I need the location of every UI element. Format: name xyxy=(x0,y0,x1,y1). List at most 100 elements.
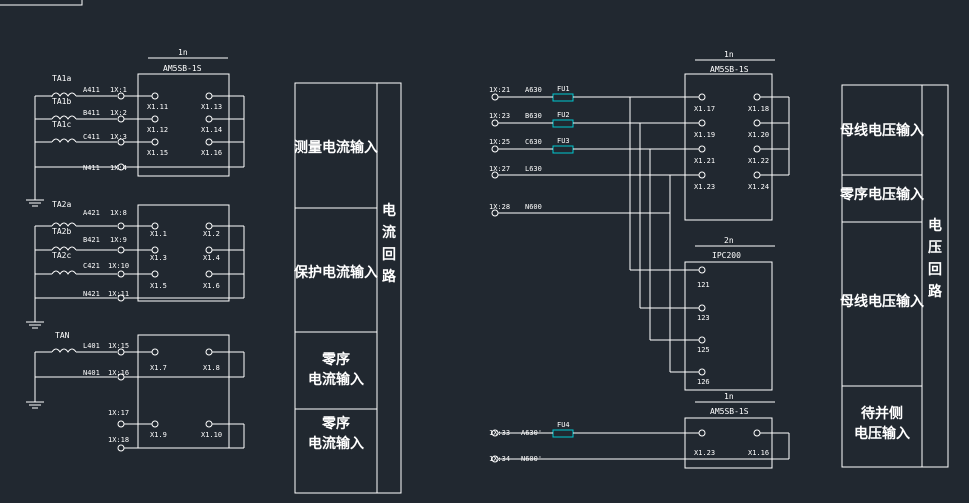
fuse-icon xyxy=(552,93,574,102)
terminal-label: 1X:21 xyxy=(489,86,510,94)
pin-label: X1.4 xyxy=(203,254,220,262)
table-row-label: 零序电压输入 xyxy=(839,186,924,203)
terminal-label: 1X:28 xyxy=(489,203,510,211)
side-title: 电压回路 xyxy=(928,217,943,300)
ipc-pin-label: 123 xyxy=(697,314,710,322)
terminal-label: 1X:3 xyxy=(110,133,127,141)
pin-label: X1.23 xyxy=(694,183,715,191)
pin-label: X1.7 xyxy=(150,364,167,372)
fuse-label: FU2 xyxy=(557,111,570,119)
ct-label: TA2c xyxy=(52,251,71,260)
pin-label: X1.2 xyxy=(203,230,220,238)
pin-label: X1.3 xyxy=(150,254,167,262)
terminal-label: 1X:17 xyxy=(108,409,129,417)
table-row-label: 待并侧电压输入 xyxy=(854,405,910,442)
left-device-box xyxy=(137,73,230,177)
ct-label: TAN xyxy=(55,331,70,340)
device-box xyxy=(684,417,773,469)
ct-label: TA1a xyxy=(52,74,71,83)
pin-label: X1.19 xyxy=(694,131,715,139)
wire-label: A411 xyxy=(83,86,100,94)
pin-label: X1.10 xyxy=(201,431,222,439)
table-row-label: 母线电压输入 xyxy=(840,293,924,310)
frame-corner xyxy=(0,0,83,6)
wire-label: L630 xyxy=(525,165,542,173)
wire-label: B421 xyxy=(83,236,100,244)
terminal-label: 1X:27 xyxy=(489,165,510,173)
ipc-pin-label: 125 xyxy=(697,346,710,354)
wire-label: N600 xyxy=(525,203,542,211)
wire-label: B411 xyxy=(83,109,100,117)
fuse-label: FU4 xyxy=(557,421,570,429)
wire-label: C411 xyxy=(83,133,100,141)
table-row-label: 测量电流输入 xyxy=(294,139,378,156)
pin-label: X1.11 xyxy=(147,103,168,111)
fuse-label: FU1 xyxy=(557,85,570,93)
device-model: AM5SB-1S xyxy=(710,407,749,416)
ct-label: TA1b xyxy=(52,97,71,106)
wire-label: A421 xyxy=(83,209,100,217)
pin-label: X1.16 xyxy=(748,449,769,457)
terminal-label: 1X:15 xyxy=(108,342,129,350)
pin-label: X1.1 xyxy=(150,230,167,238)
terminal-label: 1X:10 xyxy=(108,262,129,270)
wire-label: A630 xyxy=(525,86,542,94)
pin-label: X1.5 xyxy=(150,282,167,290)
pin-label: X1.6 xyxy=(203,282,220,290)
pin-label: X1.14 xyxy=(201,126,222,134)
voltage-circuit-table: 母线电压输入 零序电压输入 母线电压输入 待并侧电压输入 电压回路 xyxy=(839,84,949,468)
wire-label: N411 xyxy=(83,164,100,172)
left-device-number: 1n xyxy=(178,48,188,57)
table-row-label: 零序电流输入 xyxy=(308,415,364,452)
device-model: IPC200 xyxy=(712,251,741,260)
fuse-icon xyxy=(552,119,574,128)
left-device-model: AM5SB-1S xyxy=(163,64,202,73)
ct-label: TA2a xyxy=(52,200,71,209)
device-number: 1n xyxy=(724,392,734,401)
wire-label: L401 xyxy=(83,342,100,350)
wire-label: N421 xyxy=(83,290,100,298)
terminal-label: 1X:8 xyxy=(110,209,127,217)
device-box xyxy=(684,261,773,391)
left-current-circuit: 1n AM5SB-1S TA1a TA1b TA1c xyxy=(26,48,245,452)
pin-label: X1.12 xyxy=(147,126,168,134)
pin-label: X1.9 xyxy=(150,431,167,439)
pin-label: X1.15 xyxy=(147,149,168,157)
pin-label: X1.18 xyxy=(748,105,769,113)
side-title: 电流回路 xyxy=(382,202,397,285)
terminal-label: 1X:16 xyxy=(108,369,129,377)
terminal-label: 1X:2 xyxy=(110,109,127,117)
wire-label: C421 xyxy=(83,262,100,270)
pin-label: X1.24 xyxy=(748,183,769,191)
device-number: 1n xyxy=(724,50,734,59)
pin-label: X1.17 xyxy=(694,105,715,113)
device-model: AM5SB-1S xyxy=(710,65,749,74)
ct-label: TA1c xyxy=(52,120,71,129)
ipc-pin-label: 126 xyxy=(697,378,710,386)
pin-label: X1.23 xyxy=(694,449,715,457)
right-voltage-circuit: 1n AM5SB-1S 2n IPC200 1n AM5SB-1S 1X:21 … xyxy=(489,50,790,469)
terminal-label: 1X:23 xyxy=(489,112,510,120)
fuse-icon xyxy=(552,429,574,438)
device-box xyxy=(684,73,773,221)
terminal-label: 1X:11 xyxy=(108,290,129,298)
ipc-pin-label: 121 xyxy=(697,281,710,289)
pin-label: X1.13 xyxy=(201,103,222,111)
table-row-label: 母线电压输入 xyxy=(840,122,924,139)
terminal-label: 1X:9 xyxy=(110,236,127,244)
pin-label: X1.20 xyxy=(748,131,769,139)
fuse-icon xyxy=(552,145,574,154)
table-row-label: 零序电流输入 xyxy=(308,351,364,388)
pin-label: X1.16 xyxy=(201,149,222,157)
fuse-label: FU3 xyxy=(557,137,570,145)
terminal-label: 1X:1 xyxy=(110,86,127,94)
terminal-label: 1X:25 xyxy=(489,138,510,146)
ct-label: TA2b xyxy=(52,227,71,236)
wire-label: C630 xyxy=(525,138,542,146)
table-row-label: 保护电流输入 xyxy=(293,264,378,281)
left-device-box-2 xyxy=(137,204,230,302)
wire-label: N401 xyxy=(83,369,100,377)
pin-label: X1.21 xyxy=(694,157,715,165)
current-circuit-table: 测量电流输入 保护电流输入 零序电流输入 零序电流输入 电流回路 xyxy=(293,82,402,494)
